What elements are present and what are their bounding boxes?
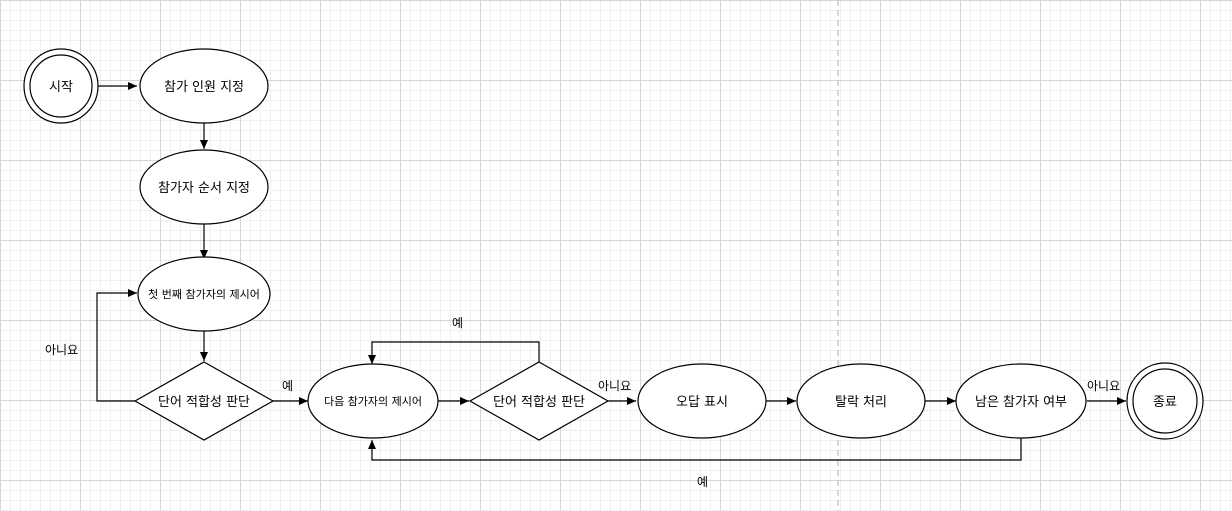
- wrong-answer-node[interactable]: 오답 표시: [637, 363, 767, 439]
- set-order-node[interactable]: 참가자 순서 지정: [139, 149, 269, 225]
- edge-check2-yes: [368, 341, 540, 364]
- label-check2-no: 아니요: [598, 379, 631, 393]
- check1-decision[interactable]: 단어 적합성 판단: [133, 361, 275, 441]
- end-label: 종료: [1153, 395, 1177, 410]
- start-label: 시작: [49, 80, 73, 95]
- check2-decision[interactable]: 단어 적합성 판단: [468, 361, 610, 441]
- first-word-label: 첫 번째 참가자의 제시어: [148, 288, 260, 301]
- start-node[interactable]: 시작: [23, 48, 99, 124]
- remaining-label: 남은 참가자 여부: [975, 395, 1067, 410]
- edge-check1-no: [96, 289, 137, 402]
- check2-label: 단어 적합성 판단: [493, 395, 585, 410]
- wrong-answer-label: 오답 표시: [676, 395, 728, 410]
- label-remaining-yes: 예: [697, 475, 708, 489]
- label-remaining-no: 아니요: [1087, 379, 1120, 393]
- next-word-node[interactable]: 다음 참가자의 제시어: [307, 363, 439, 439]
- remaining-node[interactable]: 남은 참가자 여부: [955, 363, 1087, 439]
- set-count-node[interactable]: 참가 인원 지정: [139, 48, 269, 124]
- eliminate-label: 탈락 처리: [835, 395, 887, 410]
- label-check1-yes: 예: [282, 379, 293, 393]
- first-word-node[interactable]: 첫 번째 참가자의 제시어: [137, 256, 271, 332]
- set-order-label: 참가자 순서 지정: [158, 181, 250, 196]
- check1-label: 단어 적합성 판단: [158, 395, 250, 410]
- edge-remaining-yes: [368, 437, 1022, 461]
- eliminate-node[interactable]: 탈락 처리: [796, 363, 926, 439]
- end-node[interactable]: 종료: [1126, 362, 1204, 440]
- label-check2-yes: 예: [452, 316, 463, 330]
- label-check1-no: 아니요: [45, 343, 78, 357]
- set-count-label: 참가 인원 지정: [164, 80, 244, 95]
- next-word-label: 다음 참가자의 제시어: [324, 395, 422, 408]
